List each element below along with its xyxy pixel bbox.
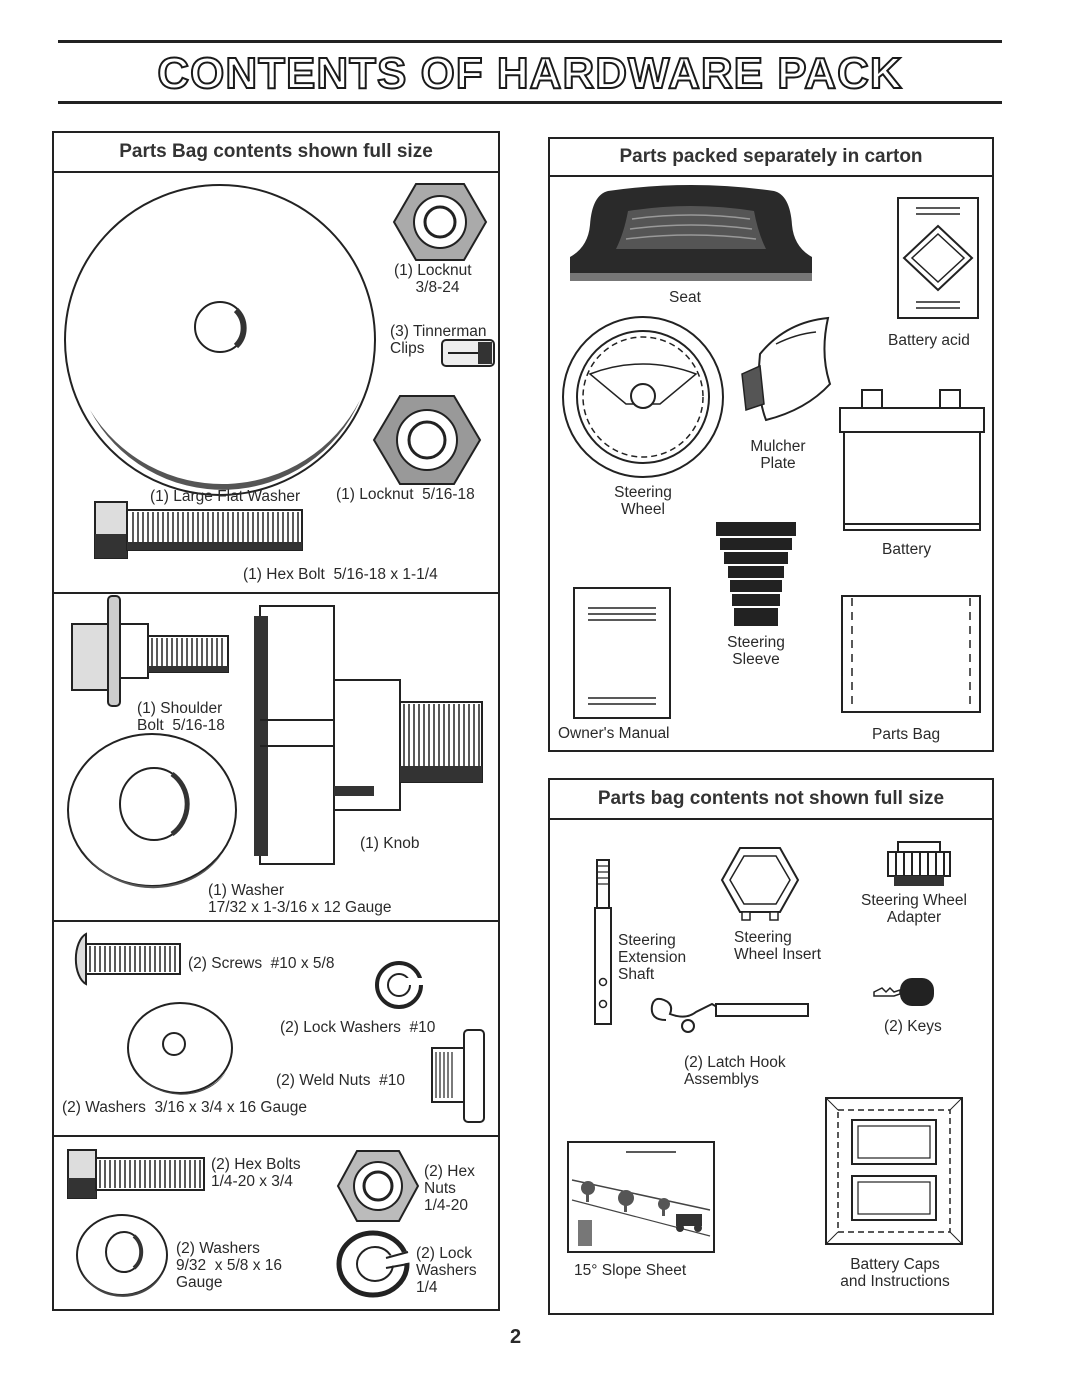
battery-label: Battery <box>882 541 932 558</box>
washers-3-16-label: (2) Washers 3/16 x 3/4 x 16 Gauge <box>62 1099 307 1116</box>
battery-caps-icon <box>825 1097 963 1245</box>
hex-bolt-label: (1) Hex Bolt 5/16-18 x 1-1/4 <box>243 566 438 583</box>
battery-icon <box>839 389 985 531</box>
steering-extension-shaft-label: Steering Extension Shaft <box>618 932 687 983</box>
key-icon <box>873 978 934 1006</box>
large-flat-washer-label: (1) Large Flat Washer <box>150 488 301 505</box>
keys-label: (2) Keys <box>884 1018 942 1035</box>
page-title: CONTENTS OF HARDWARE PACK <box>156 48 903 99</box>
lock-washer-1-4-icon <box>336 1230 412 1298</box>
owners-manual-icon <box>573 587 671 719</box>
title-rule-bottom <box>58 101 1002 104</box>
steering-wheel-icon <box>562 316 724 478</box>
battery-caps-label: Battery Caps and Instructions <box>840 1256 950 1290</box>
locknut-5-16-icon <box>372 395 482 485</box>
screw-icon <box>74 932 181 986</box>
steering-sleeve-icon <box>716 522 796 626</box>
mulcher-plate-label: Mulcher Plate <box>750 438 806 472</box>
washer-17-32-icon <box>67 733 237 889</box>
hex-bolt-icon <box>94 501 303 559</box>
steering-wheel-adapter-icon <box>887 841 951 886</box>
steering-extension-shaft-icon <box>594 859 612 1025</box>
locknut-3-8-label: (1) Locknut 3/8-24 <box>394 262 472 296</box>
divider <box>54 920 498 922</box>
hex-nut-icon <box>336 1150 420 1222</box>
divider <box>54 1135 498 1137</box>
tinnerman-clips-label: (3) Tinnerman Clips <box>390 323 487 357</box>
hex-nuts-label: (2) Hex Nuts 1/4-20 <box>424 1163 475 1214</box>
tinnerman-clip-icon <box>441 339 495 367</box>
hex-bolts-icon <box>67 1149 205 1199</box>
hex-bolts-label: (2) Hex Bolts 1/4-20 x 3/4 <box>211 1156 301 1190</box>
shoulder-bolt-label: (1) Shoulder Bolt 5/16-18 <box>137 700 225 734</box>
slope-sheet-icon <box>567 1141 715 1253</box>
shoulder-bolt-icon <box>71 595 229 707</box>
seat-icon <box>570 185 812 281</box>
washer-9-32-icon <box>76 1214 168 1297</box>
divider <box>54 592 498 594</box>
washers-9-32-label: (2) Washers 9/32 x 5/8 x 16 Gauge <box>176 1240 282 1291</box>
right-bottom-panel-heading: Parts bag contents not shown full size <box>550 780 992 820</box>
weld-nuts-label: (2) Weld Nuts #10 <box>276 1072 405 1089</box>
latch-hook-icon <box>650 997 809 1033</box>
washer-3-16-icon <box>127 1002 233 1095</box>
washer-17-32-label: (1) Washer 17/32 x 1-3/16 x 12 Gauge <box>208 882 392 916</box>
page-number: 2 <box>510 1326 522 1348</box>
slope-sheet-label: 15° Slope Sheet <box>574 1262 687 1279</box>
left-panel-heading: Parts Bag contents shown full size <box>54 133 498 173</box>
knob-icon <box>254 605 483 865</box>
steering-wheel-adapter-label: Steering Wheel Adapter <box>861 892 967 926</box>
locknut-3-8-icon <box>392 183 488 261</box>
lock-washer-10-icon <box>375 961 424 1009</box>
mulcher-plate-icon <box>741 316 832 422</box>
parts-bag-label: Parts Bag <box>872 726 941 743</box>
right-top-panel: Parts packed separately in carton <box>548 137 994 752</box>
battery-acid-icon <box>897 197 979 319</box>
right-bottom-panel: Parts bag contents not shown full size <box>548 778 994 1315</box>
knob-label: (1) Knob <box>360 835 420 852</box>
battery-acid-label: Battery acid <box>888 332 970 349</box>
screws-label: (2) Screws #10 x 5/8 <box>188 955 335 972</box>
large-flat-washer-icon <box>64 184 376 496</box>
steering-wheel-insert-icon <box>720 847 800 921</box>
seat-label: Seat <box>669 289 701 306</box>
latch-hook-label: (2) Latch Hook Assemblys <box>684 1054 786 1088</box>
locknut-5-16-label: (1) Locknut 5/16-18 <box>336 486 475 503</box>
steering-wheel-insert-label: Steering Wheel Insert <box>734 929 822 963</box>
parts-bag-icon <box>841 595 981 713</box>
title-rule-top <box>58 40 1002 43</box>
owners-manual-label: Owner's Manual <box>558 725 670 742</box>
weld-nut-icon <box>431 1029 485 1123</box>
steering-wheel-label: Steering Wheel <box>614 484 672 518</box>
steering-sleeve-label: Steering Sleeve <box>727 634 785 668</box>
right-top-panel-heading: Parts packed separately in carton <box>550 139 992 177</box>
left-panel: Parts Bag contents shown full size <box>52 131 500 1311</box>
lock-washers-1-4-label: (2) Lock Washers 1/4 <box>416 1245 477 1296</box>
lock-washers-10-label: (2) Lock Washers #10 <box>280 1019 436 1036</box>
